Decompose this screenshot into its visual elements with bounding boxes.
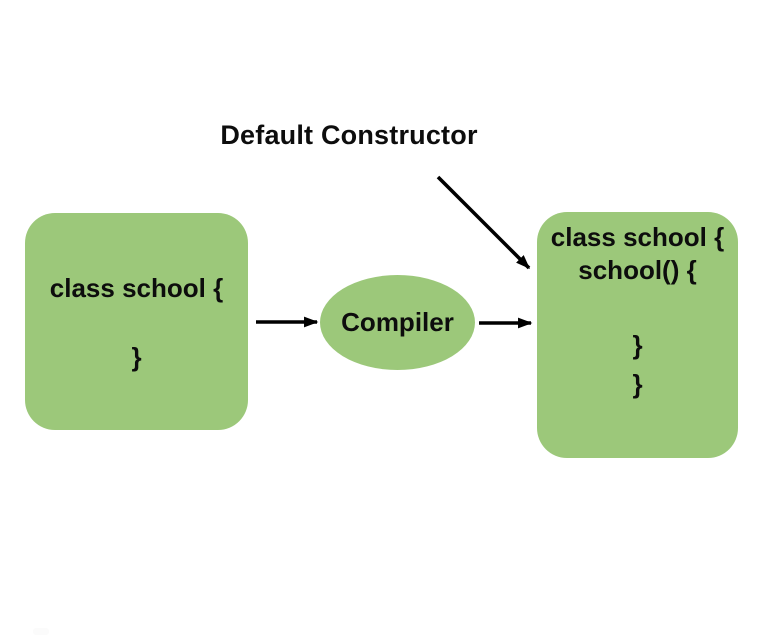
right-class-box: class school { school() { } }: [537, 212, 738, 458]
watermark-smudge: [33, 628, 49, 635]
right-class-box-line-4: }: [632, 369, 643, 399]
arrow-title-to-rightbox: [436, 175, 531, 270]
left-class-box-line-1: class school {: [49, 273, 224, 303]
compiler-node-label: Compiler: [341, 307, 454, 337]
compiler-node: Compiler: [320, 275, 475, 370]
diagram-title: Default Constructor: [220, 120, 478, 150]
left-class-box-line-2: }: [131, 342, 142, 372]
right-class-box-line-3: }: [632, 330, 643, 360]
right-class-box-line-1: class school {: [550, 222, 725, 252]
right-class-box-line-2: school() {: [578, 255, 697, 285]
left-class-box: class school { }: [25, 213, 248, 430]
